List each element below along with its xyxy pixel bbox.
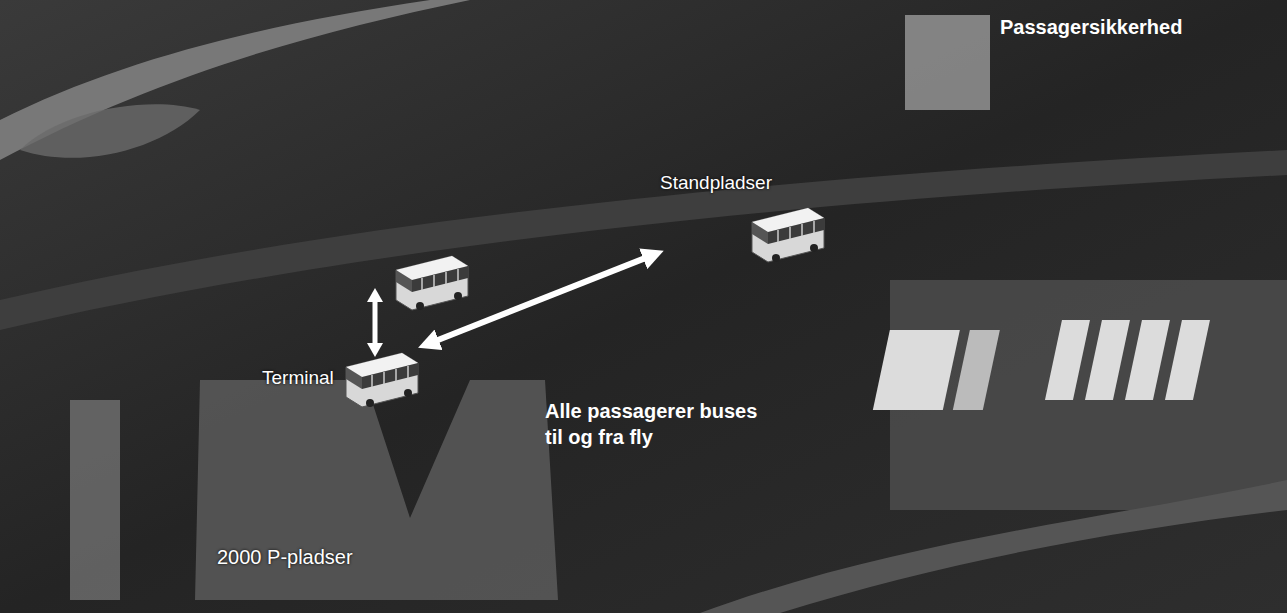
bus-icon bbox=[342, 345, 422, 411]
road bbox=[700, 480, 1287, 613]
bus-icon bbox=[396, 256, 468, 310]
apron bbox=[890, 280, 1287, 510]
double-arrow bbox=[435, 257, 647, 341]
title-label: Passagersikkerhed bbox=[1000, 14, 1182, 40]
area-label: 2000 P-pladser bbox=[217, 546, 560, 569]
terminal-bus: Terminal bbox=[262, 345, 422, 411]
taxiway bbox=[20, 104, 200, 158]
edge-label: Alle passagerer buses til og fra fly bbox=[545, 398, 760, 450]
building bbox=[905, 15, 990, 110]
double-arrow bbox=[367, 288, 383, 357]
area-label: Standpladser bbox=[660, 172, 772, 194]
area-label: Terminal bbox=[262, 367, 334, 389]
parking-area: 2000 P-pladser bbox=[195, 378, 560, 600]
runway bbox=[0, 0, 470, 160]
bus-icon bbox=[748, 200, 828, 266]
aircraft-stands bbox=[873, 320, 1210, 410]
road bbox=[70, 400, 120, 600]
stand-bus: Standpladser bbox=[660, 172, 828, 266]
